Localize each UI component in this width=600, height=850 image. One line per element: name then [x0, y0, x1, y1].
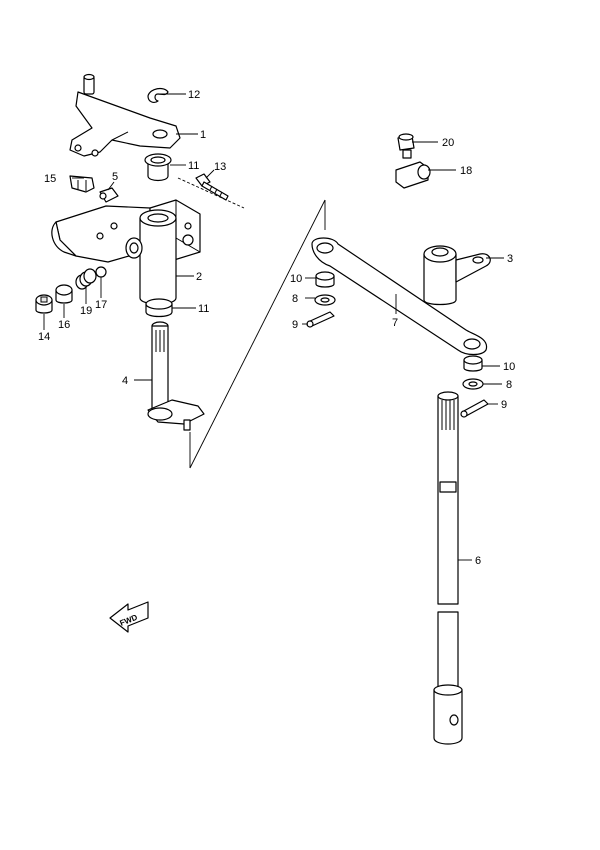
callout-18: 18 [460, 165, 472, 177]
callout-17: 17 [95, 299, 107, 311]
part-20-bolt [397, 133, 415, 159]
part-5-nipple [99, 187, 119, 203]
part-9-cotter-pin-b [460, 399, 489, 418]
part-9-cotter-pin-a [306, 311, 335, 328]
part-11-bushing-upper [144, 153, 172, 182]
part-17-ball [95, 266, 107, 278]
assembly-guide-lines [177, 177, 326, 469]
callout-6: 6 [475, 555, 481, 567]
part-15-clip [69, 175, 95, 193]
part-2-housing [51, 199, 201, 305]
callout-12: 12 [188, 89, 200, 101]
callout-8-left: 8 [292, 293, 298, 305]
callout-3: 3 [507, 253, 513, 265]
part-10-bushing-a [315, 271, 335, 288]
fwd-arrow-icon: FWD [109, 601, 149, 633]
part-13-bolt [195, 173, 229, 201]
callout-10-left: 10 [290, 273, 302, 285]
part-3-lever-head [423, 245, 491, 306]
callout-8-right: 8 [506, 379, 512, 391]
leader-lines [43, 93, 504, 561]
part-7-link-arm [311, 237, 488, 356]
callouts: 12 1 11 13 15 5 2 11 4 14 16 19 17 20 18… [38, 89, 515, 567]
callout-15: 15 [44, 173, 56, 185]
part-6-shift-rod [433, 391, 463, 745]
part-10-bushing-b [463, 355, 483, 372]
callout-2: 2 [196, 271, 202, 283]
part-1-lever-plate [69, 73, 181, 157]
callout-19: 19 [80, 305, 92, 317]
callout-13: 13 [214, 161, 226, 173]
callout-11-upper: 11 [188, 160, 199, 172]
part-12-clip [147, 87, 169, 103]
part-14-plug [35, 294, 53, 314]
callout-4: 4 [122, 375, 128, 387]
callout-10-right: 10 [503, 361, 515, 373]
callout-1: 1 [200, 129, 206, 141]
callout-5: 5 [112, 171, 118, 183]
part-16-cylinder [55, 284, 73, 304]
part-8-washer-b [462, 378, 484, 390]
callout-11-lower: 11 [198, 303, 209, 315]
part-4-shaft [147, 321, 205, 431]
callout-16: 16 [58, 319, 70, 331]
part-19-spring [75, 268, 97, 290]
callout-9-right: 9 [501, 399, 507, 411]
part-8-washer-a [314, 294, 336, 306]
callout-9-left: 9 [292, 319, 298, 331]
callout-7: 7 [392, 317, 398, 329]
callout-20: 20 [442, 137, 454, 149]
callout-14: 14 [38, 331, 50, 343]
part-11-bushing-lower [145, 298, 173, 318]
part-18-joint [395, 161, 431, 189]
